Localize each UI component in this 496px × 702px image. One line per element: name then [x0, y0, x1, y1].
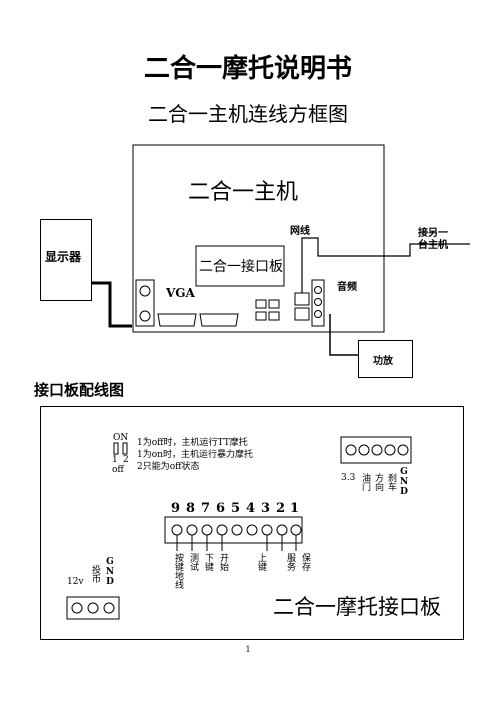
pin-label-up: 上键 [256, 553, 266, 571]
pin-label-down: 下键 [203, 553, 213, 571]
block-diagram-title: 二合一主机连线方框图 [148, 102, 348, 126]
dip-on-label: ON [113, 433, 129, 443]
wiring-section-title: 接口板配线图 [34, 381, 125, 399]
pin-number-9: 9 [171, 501, 181, 516]
document-title: 二合一摩托说明书 [143, 54, 352, 84]
audio-label: 音频 [337, 282, 357, 293]
pin-number-1: 1 [290, 501, 300, 516]
other-host-label: 接另一台主机 [418, 228, 448, 251]
note-1: 1为off时，主机运行TT摩托 [137, 438, 248, 448]
pin-label-steering: 方向 [373, 473, 383, 491]
power-label-gnd: GND [105, 557, 115, 587]
power-label-12v: 12v [67, 577, 84, 587]
pin-label-33: 3.3 [341, 473, 356, 483]
pin-label-throttle: 油门 [360, 473, 370, 491]
interface-board-label: 二合一接口板 [199, 259, 283, 275]
pin-number-5: 5 [231, 501, 241, 516]
wiring-diagram: ON 1 2 off 1为off时，主机运行TT摩托 1为on时，主机运行暴力摩… [40, 406, 464, 640]
amplifier-box: 功放 [358, 340, 413, 378]
dip-1-label: 1 [112, 455, 118, 465]
pin-label-service: 服务 [285, 553, 295, 571]
pin-label-test: 测试 [188, 553, 198, 571]
pin-number-3: 3 [261, 501, 271, 516]
pin-number-7: 7 [201, 501, 211, 516]
dip-2-label: 2 [123, 455, 129, 465]
note-2: 1为on时，主机运行暴力摩托 [137, 450, 253, 460]
wiring-shapes [66, 436, 412, 620]
power-label-coin: 投币 [90, 565, 100, 583]
network-label: 网线 [290, 226, 310, 237]
block-diagram-lines [92, 144, 470, 356]
pin-label-gnd: GND [399, 467, 409, 497]
pin-number-6: 6 [216, 501, 226, 516]
pin-label-start: 开始 [218, 553, 228, 571]
display-box: 显示器 [40, 219, 92, 301]
pin-label-brake: 刹车 [386, 473, 396, 491]
amplifier-label: 功放 [373, 356, 393, 367]
pin-number-4: 4 [246, 501, 256, 516]
pin-label-save: 保存 [300, 553, 310, 571]
note-3: 2只能为off状态 [137, 462, 200, 472]
dip-off-label: off [112, 465, 124, 475]
display-label: 显示器 [45, 250, 82, 264]
page-number: 1 [245, 645, 251, 654]
pin-label-button-ground: 按键地线 [173, 553, 183, 589]
vga-label: VGA [166, 286, 195, 300]
main-host-label: 二合一主机 [188, 180, 299, 205]
board-title: 二合一摩托接口板 [273, 595, 441, 619]
pin-number-8: 8 [186, 501, 196, 516]
pin-number-2: 2 [276, 501, 286, 516]
